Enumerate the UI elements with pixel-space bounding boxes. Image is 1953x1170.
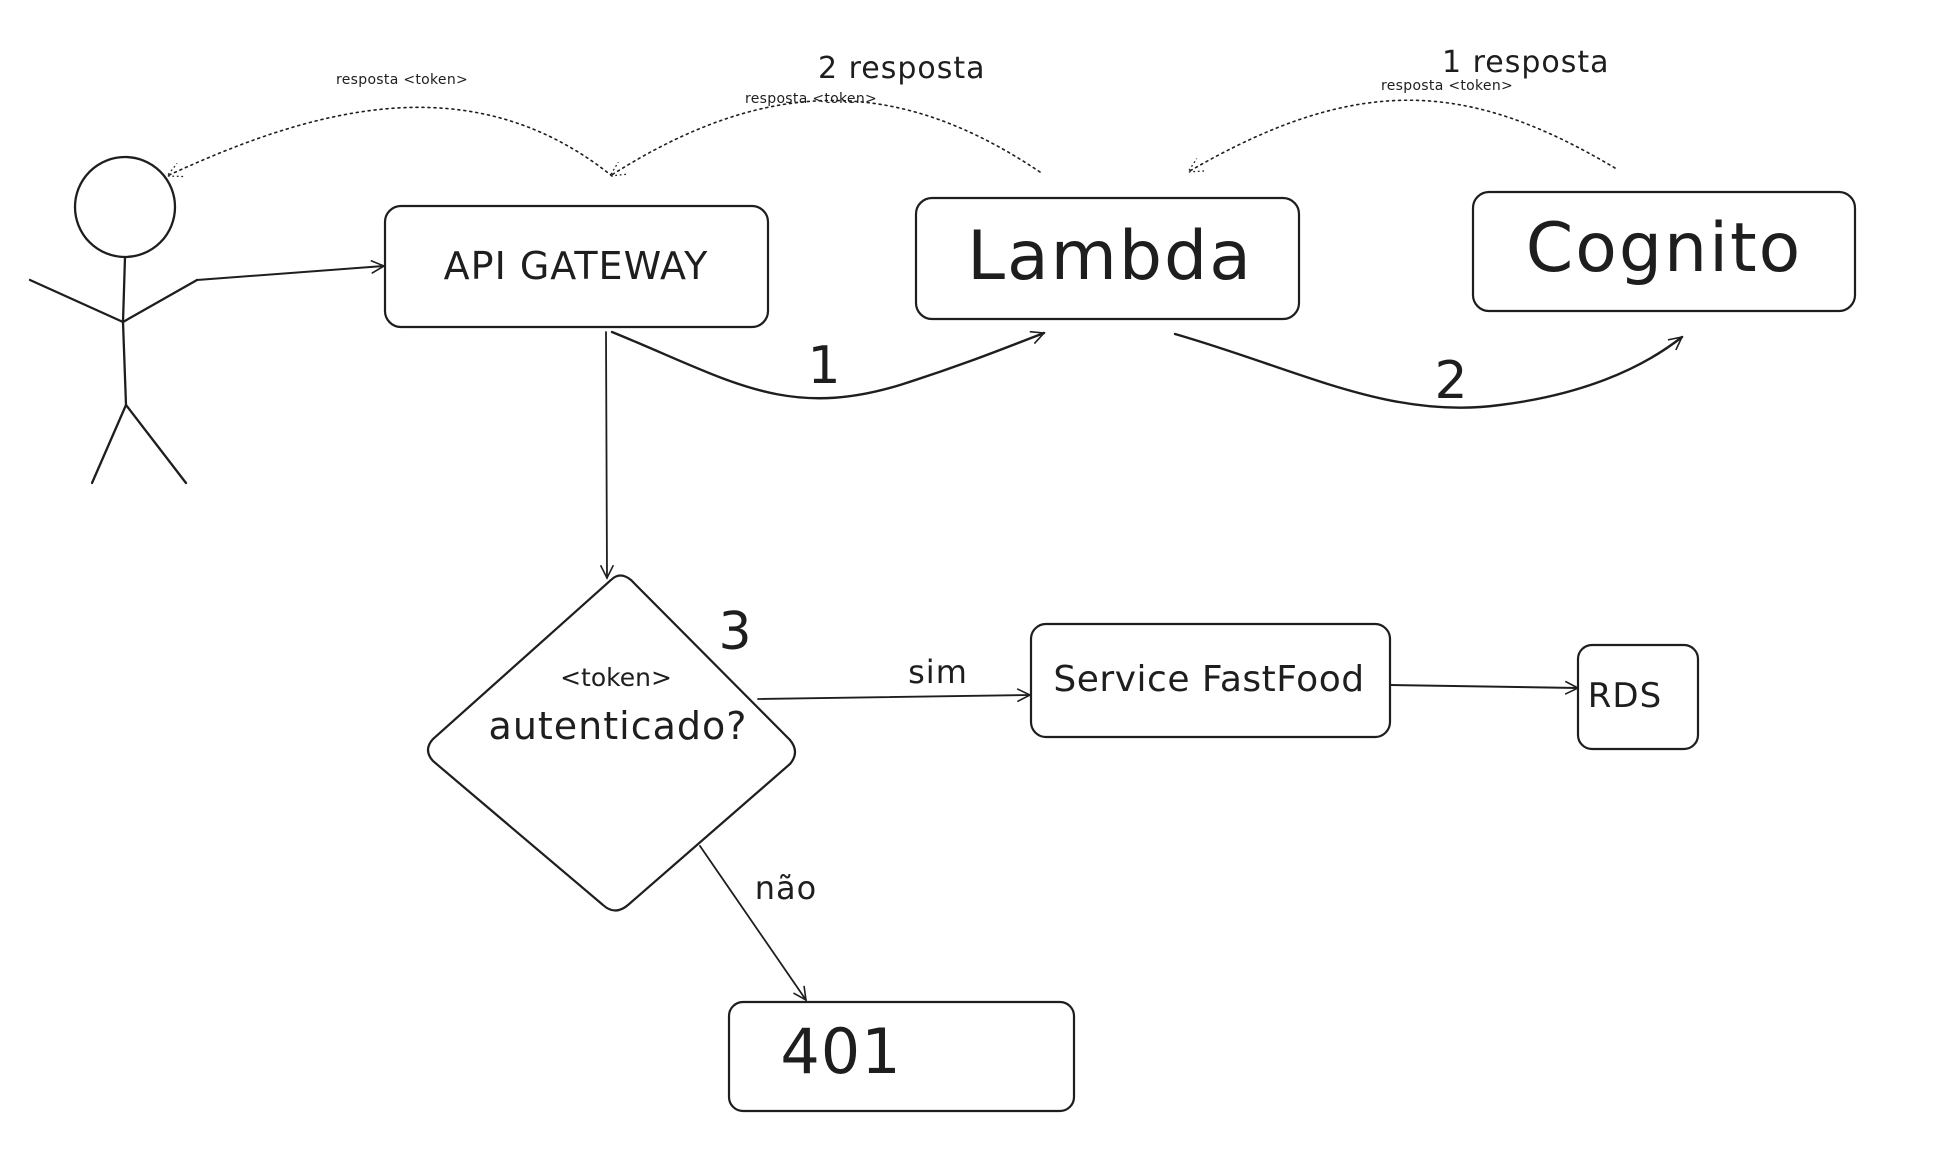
service-fastfood-node: Service FastFood bbox=[1029, 622, 1392, 739]
error-401-label: 401 bbox=[780, 1015, 901, 1088]
api-gateway-node: API GATEWAY bbox=[383, 204, 770, 329]
cognito-to-lambda-response-label: resposta <token> bbox=[1381, 78, 1513, 94]
yes-label: sim bbox=[908, 653, 968, 691]
lambda-to-cognito-number: 2 bbox=[1434, 351, 1467, 411]
response-lambda-to-gateway-arrow bbox=[610, 99, 1041, 177]
user-to-gateway-arrow bbox=[196, 266, 384, 281]
error-401-node: 401 bbox=[727, 1000, 1076, 1113]
token-authentication-decision: <token> autenticado? bbox=[426, 574, 797, 912]
decision-token-label: <token> bbox=[560, 663, 672, 692]
service-fastfood-label: Service FastFood bbox=[1053, 659, 1364, 700]
gateway-to-lambda-arrow bbox=[610, 330, 1044, 400]
lambda-node: Lambda bbox=[914, 196, 1301, 321]
response-to-user-label: resposta <token> bbox=[336, 72, 468, 88]
decision-number: 3 bbox=[718, 602, 751, 662]
decision-authenticated-label: autenticado? bbox=[489, 704, 748, 748]
gateway-to-lambda-number: 1 bbox=[807, 336, 840, 396]
lambda-to-gateway-response-title: 2 resposta bbox=[818, 51, 986, 86]
lambda-to-gateway-response-label: resposta <token> bbox=[745, 91, 877, 107]
rds-node: RDS bbox=[1576, 643, 1700, 751]
response-cognito-to-lambda-arrow bbox=[1188, 99, 1616, 172]
response-to-user-arrow bbox=[167, 106, 613, 176]
cognito-to-lambda-response-title: 1 resposta bbox=[1442, 45, 1610, 80]
user-actor-icon bbox=[28, 155, 199, 485]
no-label: não bbox=[755, 869, 817, 907]
gateway-to-decision-arrow bbox=[606, 331, 607, 578]
service-to-rds-arrow bbox=[1389, 685, 1578, 688]
yes-to-service-arrow bbox=[757, 695, 1030, 699]
lambda-to-cognito-arrow bbox=[1173, 332, 1682, 409]
no-to-401-arrow bbox=[699, 845, 806, 1000]
cognito-node: Cognito bbox=[1471, 190, 1857, 313]
cognito-label: Cognito bbox=[1526, 209, 1803, 288]
lambda-label: Lambda bbox=[967, 217, 1253, 296]
api-gateway-label: API GATEWAY bbox=[444, 244, 709, 288]
rds-label: RDS bbox=[1588, 676, 1662, 716]
